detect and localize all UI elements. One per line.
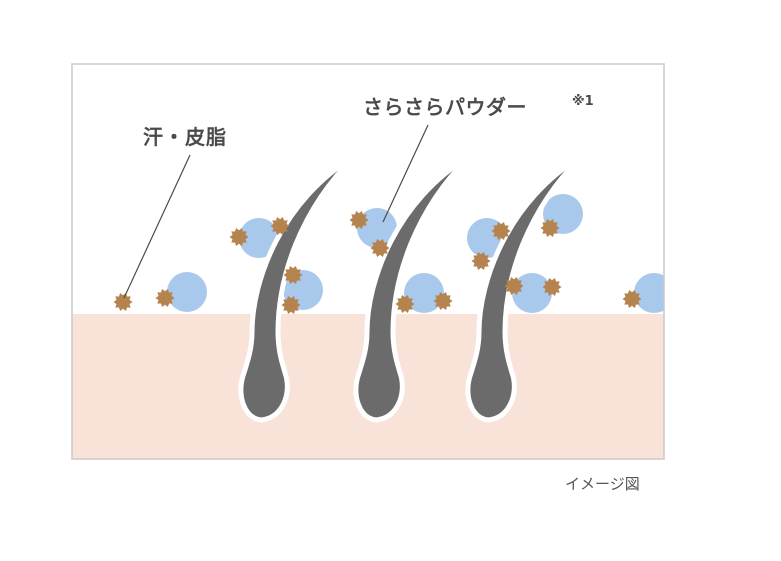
powder-particle (167, 272, 207, 312)
powder-leader-line (382, 124, 429, 223)
sweat-sebum-particle (504, 276, 524, 296)
sweat-sebum-particle (433, 291, 453, 311)
sweat-sebum-particles (113, 210, 642, 315)
illustration-content (72, 64, 664, 459)
sweat-sebum-particle (370, 238, 390, 258)
sweat-sebum-particle (283, 265, 303, 285)
diagram-frame (71, 63, 665, 460)
powder-particle (239, 218, 279, 258)
powder-particle (512, 273, 552, 313)
powder-particle (634, 273, 664, 313)
powder-particle (357, 208, 397, 248)
sweat-sebum-particle (349, 210, 369, 230)
sweat-sebum-label: 汗・皮脂 (143, 125, 227, 149)
sweat-sebum-particle (471, 251, 491, 271)
hair-strand (238, 153, 358, 423)
sweat-sebum-particle (270, 216, 290, 236)
sweat-sebum-particle (542, 277, 562, 297)
powder-particles (167, 194, 664, 313)
sweat-sebum-particle (540, 218, 560, 238)
sweat-sebum-particle (281, 295, 301, 315)
hair-strand (465, 153, 585, 423)
powder-label: さらさらパウダー (363, 95, 527, 119)
sweat-sebum-particle (395, 294, 415, 314)
sweat-sebum-particle (113, 292, 133, 312)
hair-strand (353, 153, 473, 423)
sweat-sebum-particle (229, 227, 249, 247)
powder-particle (404, 273, 444, 313)
sweat-sebum-particle (622, 289, 642, 309)
sweat-sebum-particle (155, 288, 175, 308)
footnote-mark: ※1 (572, 94, 594, 109)
sweat-leader-line (123, 154, 191, 299)
image-caption: イメージ図 (565, 475, 640, 493)
sweat-sebum-particle (491, 221, 511, 241)
